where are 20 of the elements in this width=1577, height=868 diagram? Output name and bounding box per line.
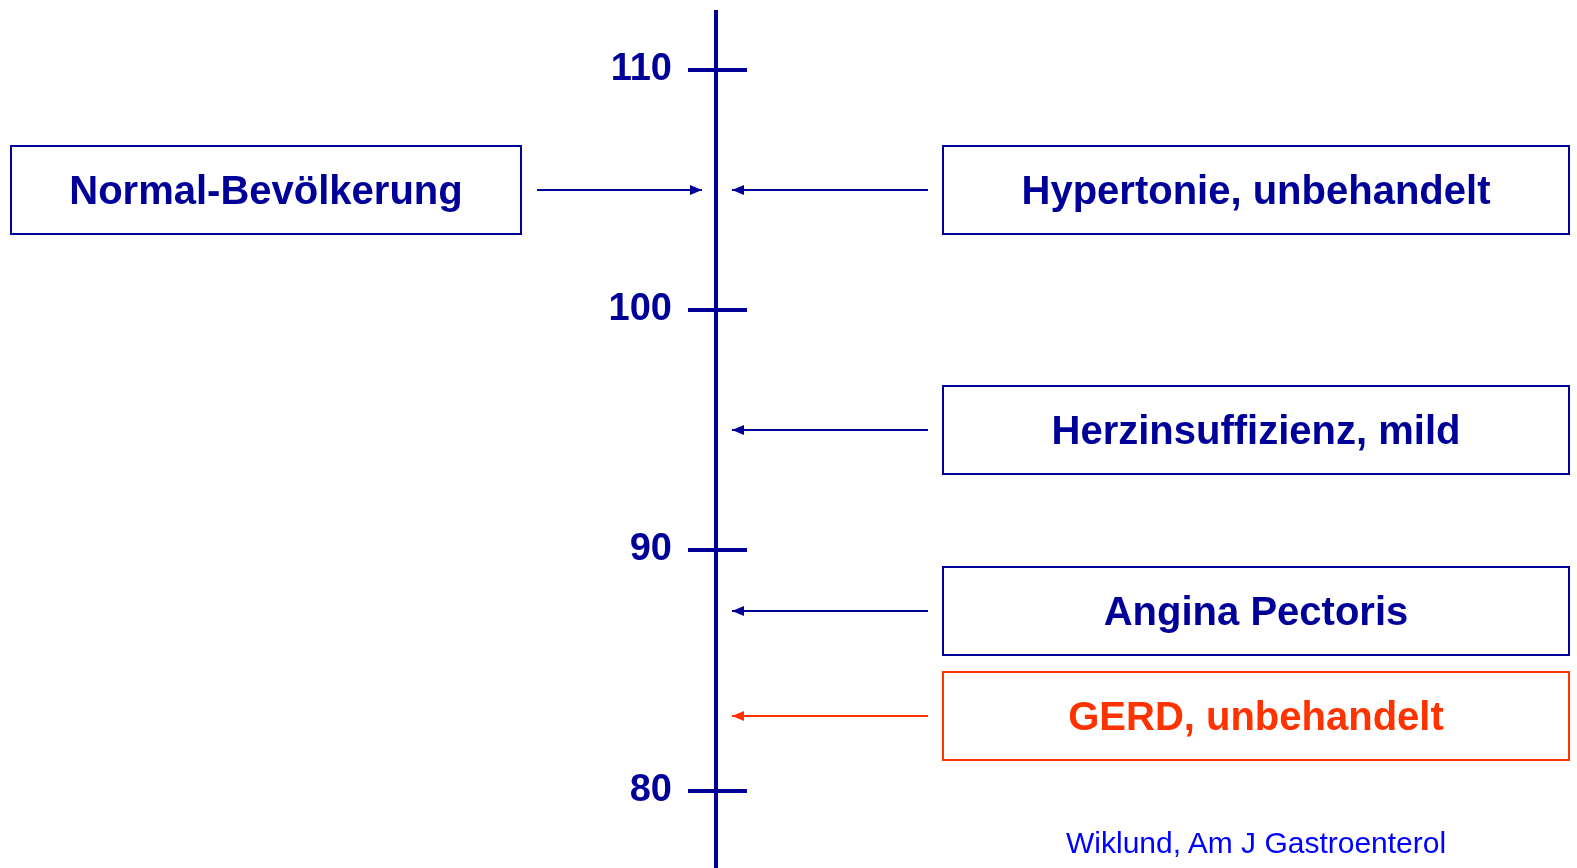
- arrow: [731, 606, 929, 616]
- tick-label: 110: [609, 46, 672, 89]
- category-box: [942, 566, 1570, 656]
- category-label: GERD, unbehandelt: [1068, 693, 1444, 739]
- category-label: Normal-Bevölkerung: [69, 167, 463, 213]
- category-label: Hypertonie, unbehandelt: [1021, 167, 1491, 213]
- arrow: [731, 185, 929, 195]
- tick-label: 80: [628, 767, 672, 810]
- category-box: [10, 145, 522, 235]
- arrow: [536, 185, 703, 195]
- tick-label: 90: [628, 526, 672, 569]
- category-box: [942, 145, 1570, 235]
- tick-label: 100: [607, 286, 672, 329]
- category-box: [942, 671, 1570, 761]
- arrow: [731, 711, 929, 721]
- source-citation: Wiklund, Am J Gastroenterol: [1066, 826, 1447, 860]
- arrow: [731, 425, 929, 435]
- category-label: Herzinsuffizienz, mild: [1051, 407, 1461, 453]
- category-label: Angina Pectoris: [1103, 588, 1409, 634]
- category-box: [942, 385, 1570, 475]
